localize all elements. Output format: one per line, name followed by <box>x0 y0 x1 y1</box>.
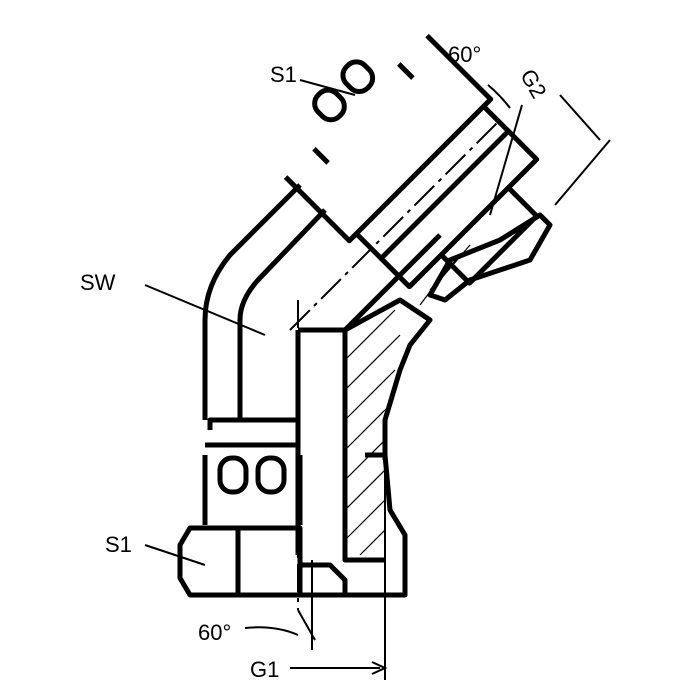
g1-dimension <box>290 455 388 680</box>
angle-top-arc <box>487 84 523 216</box>
center-lines <box>289 119 501 610</box>
fitting-body <box>177 33 553 598</box>
outer-right-body <box>343 297 433 460</box>
angle-bottom-arc <box>244 560 316 650</box>
elbow-inner-left <box>237 208 327 420</box>
section-hatch <box>344 244 471 556</box>
s1-top-leader <box>299 79 356 96</box>
s1-bottom-leader <box>144 544 206 566</box>
sw-leader <box>144 284 266 336</box>
bottom-nut-section <box>345 452 408 598</box>
label-sw: SW <box>80 270 116 295</box>
bottom-nut-right <box>300 562 348 598</box>
bottom-nut-holes <box>217 455 287 495</box>
bottom-nut-sides <box>202 455 303 525</box>
nut-groove <box>205 417 300 448</box>
label-angle-bottom: 60° <box>198 620 231 645</box>
label-s1-top: S1 <box>270 62 297 87</box>
label-s1-bottom: S1 <box>105 532 132 557</box>
label-g2: G2 <box>515 65 551 103</box>
label-g1: G1 <box>250 657 279 682</box>
bottom-hex-nut <box>177 525 303 598</box>
label-angle-top: 60° <box>448 42 481 67</box>
top-nut <box>283 33 540 290</box>
g2-leader <box>559 94 601 141</box>
bore-outline <box>295 233 442 555</box>
g2-extension <box>554 139 611 206</box>
dimension-lines <box>144 79 611 680</box>
section-edge <box>342 330 385 563</box>
top-seal-section <box>427 212 553 303</box>
elbow-outer-left <box>202 183 302 420</box>
